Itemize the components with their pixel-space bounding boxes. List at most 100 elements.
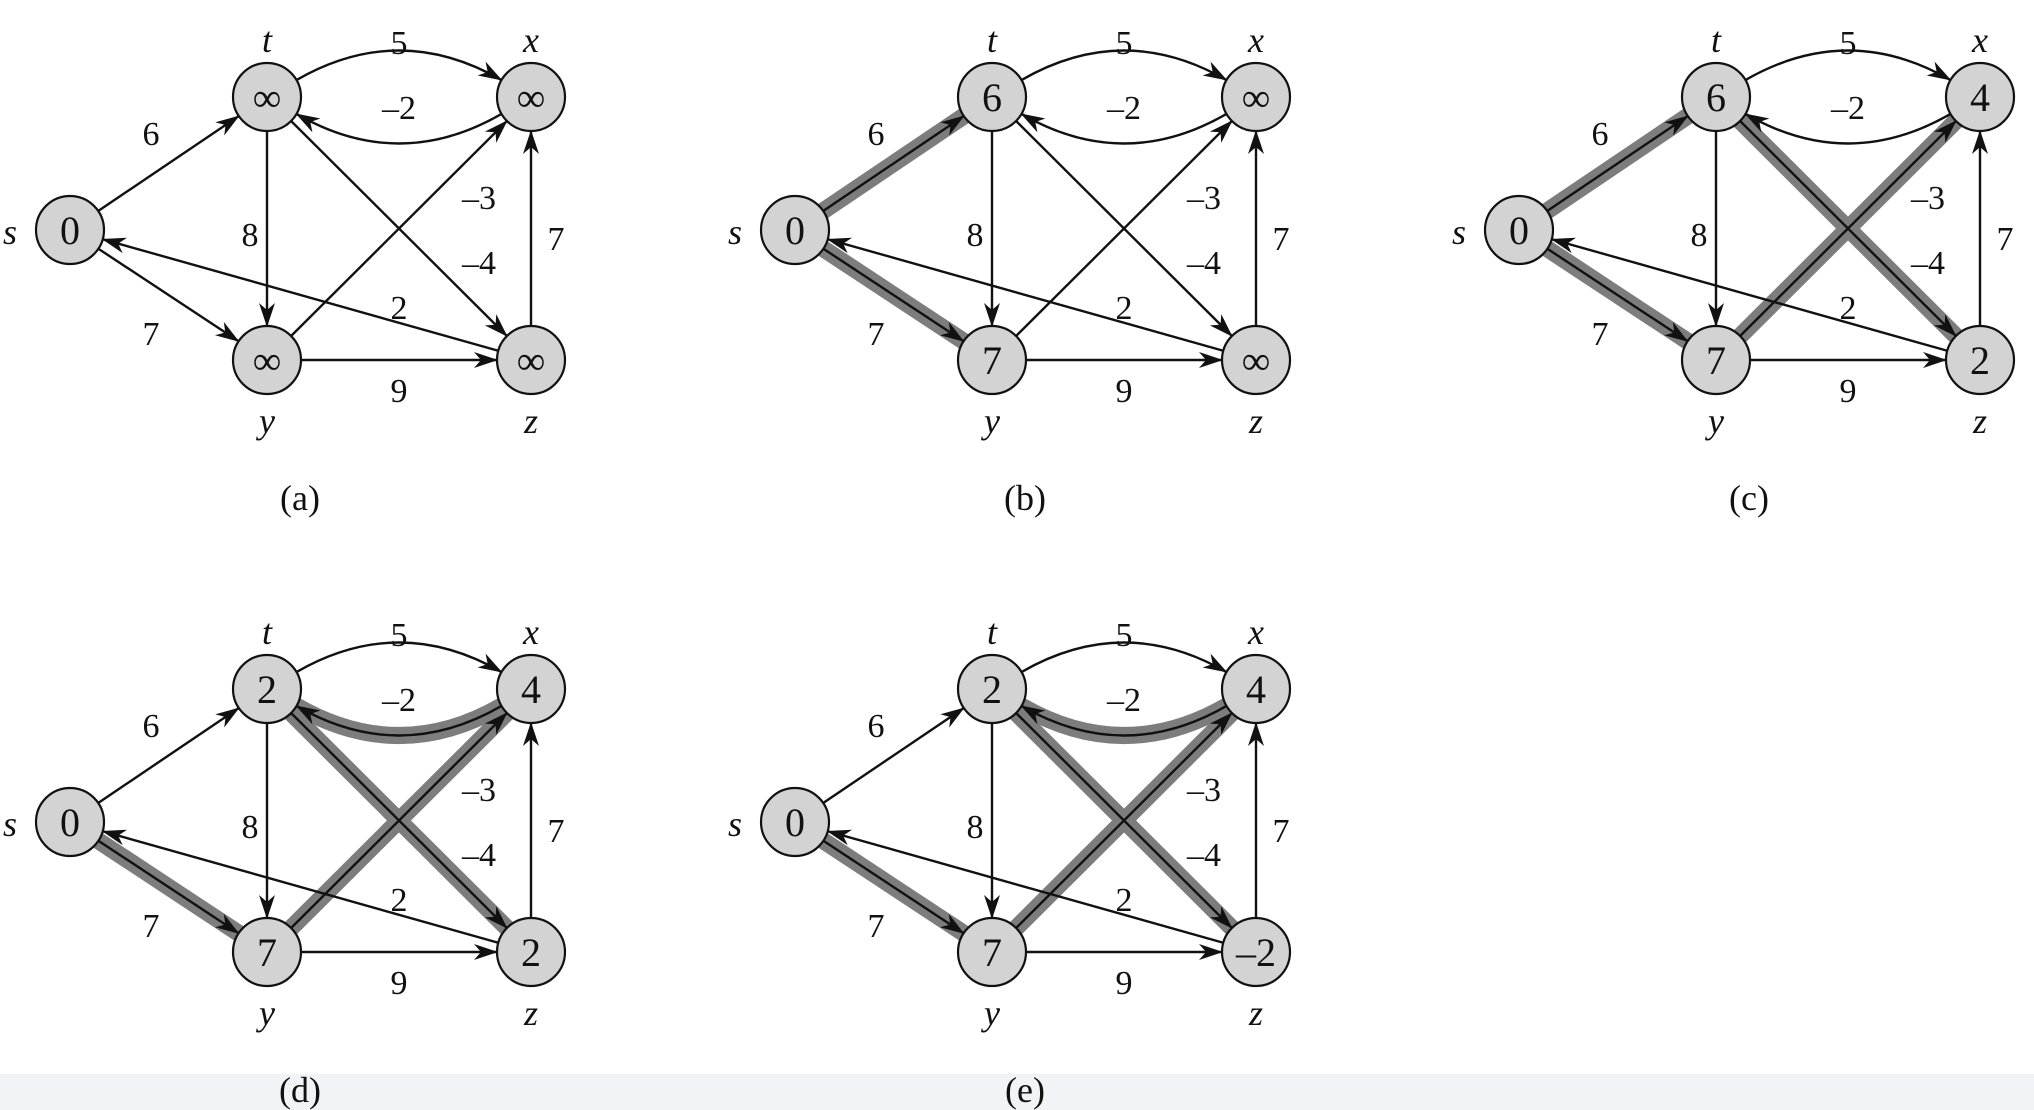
vertex-name-y: y [1705,401,1724,441]
vertex-t [1680,61,1752,133]
vertex-t [956,653,1028,725]
edge-st [97,115,240,212]
vertex-value-z: 2 [1970,338,1990,383]
edge-weight-st: 6 [868,708,885,745]
vertex-s [1483,194,1555,266]
edge-weight-yz: 9 [1116,373,1133,410]
edge-yx [1015,712,1233,929]
edge-weight-yx: –3 [1186,772,1221,809]
vertex-name-y: y [256,993,275,1033]
edge-weight-zs: 2 [391,882,408,919]
edge-weight-zs: 2 [391,290,408,327]
edge-zs [101,829,499,944]
vertex-t [231,61,303,133]
vertex-value-z: –2 [1235,930,1276,975]
edge-weight-yz: 9 [1116,965,1133,1002]
vertex-value-x: 4 [1970,75,1990,120]
vertex-x [1220,653,1292,725]
vertex-name-s: s [728,804,742,844]
edge-st [822,707,965,804]
vertex-y [231,324,303,396]
edge-weight-zx: 7 [1273,813,1290,850]
panel-caption: (d) [279,1070,321,1110]
vertex-name-x: x [522,612,539,652]
vertex-name-z: z [523,401,538,441]
vertex-x [1944,61,2016,133]
edge-weight-sy: 7 [143,316,160,353]
vertex-y [1680,324,1752,396]
vertex-z [1944,324,2016,396]
vertex-value-t: 2 [257,667,277,712]
vertex-y [956,916,1028,988]
vertex-value-x: 4 [1246,667,1266,712]
edge-weight-yx: –3 [1186,180,1221,217]
edge-yx [1015,120,1233,337]
panel-caption: (b) [1004,478,1046,518]
vertex-value-y: 7 [982,930,1002,975]
edge-weight-tx: 5 [1840,25,1857,62]
vertex-name-s: s [728,212,742,252]
vertex-value-t: 6 [1706,75,1726,120]
vertex-z [495,916,567,988]
edge-tx [295,49,503,82]
vertex-t [956,61,1028,133]
edge-xt [295,704,503,737]
vertex-name-s: s [3,212,17,252]
panel-caption: (e) [1005,1070,1045,1110]
edge-weight-tz: –4 [1910,245,1945,282]
vertex-value-y: 7 [982,338,1002,383]
vertex-s [34,786,106,858]
vertex-name-t: t [262,20,273,60]
vertex-x [495,653,567,725]
edge-weight-zx: 7 [1997,221,2014,258]
vertex-value-y: ∞ [253,338,282,383]
edge-weight-zx: 7 [548,813,565,850]
edge-weight-ty: 8 [1691,217,1708,254]
vertex-name-z: z [1248,401,1263,441]
edge-tx [1020,641,1228,674]
edge-tx [1020,49,1228,82]
edge-weight-sy: 7 [868,316,885,353]
edge-xt [1744,112,1952,145]
vertex-value-z: ∞ [517,338,546,383]
vertex-name-z: z [1248,993,1263,1033]
vertex-value-x: ∞ [1242,75,1271,120]
vertex-name-s: s [3,804,17,844]
edge-weight-yz: 9 [391,373,408,410]
edge-weight-sy: 7 [143,908,160,945]
edge-weight-yx: –3 [461,180,496,217]
edge-weight-ty: 8 [242,217,259,254]
vertex-value-s: 0 [785,208,805,253]
edge-zs [1550,237,1948,352]
vertex-name-x: x [1971,20,1988,60]
vertex-name-y: y [256,401,275,441]
edge-tx [295,641,503,674]
vertex-value-t: ∞ [253,75,282,120]
vertex-s [759,786,831,858]
edge-sy [1546,247,1689,343]
vertex-name-t: t [1711,20,1722,60]
edge-weight-zx: 7 [1273,221,1290,258]
vertex-name-t: t [987,20,998,60]
edge-weight-st: 6 [868,116,885,153]
vertex-name-y: y [981,993,1000,1033]
edge-weight-xt: –2 [1106,90,1141,127]
vertex-value-z: 2 [521,930,541,975]
vertex-value-s: 0 [60,208,80,253]
edge-weight-ty: 8 [967,217,984,254]
edge-weight-tx: 5 [391,25,408,62]
edge-weight-tz: –4 [461,245,496,282]
edge-weight-xt: –2 [381,682,416,719]
vertex-value-s: 0 [1509,208,1529,253]
edge-weight-tz: –4 [1186,837,1221,874]
vertex-t [231,653,303,725]
edge-zs [101,237,499,352]
edge-sy [97,839,240,935]
vertex-x [1220,61,1292,133]
